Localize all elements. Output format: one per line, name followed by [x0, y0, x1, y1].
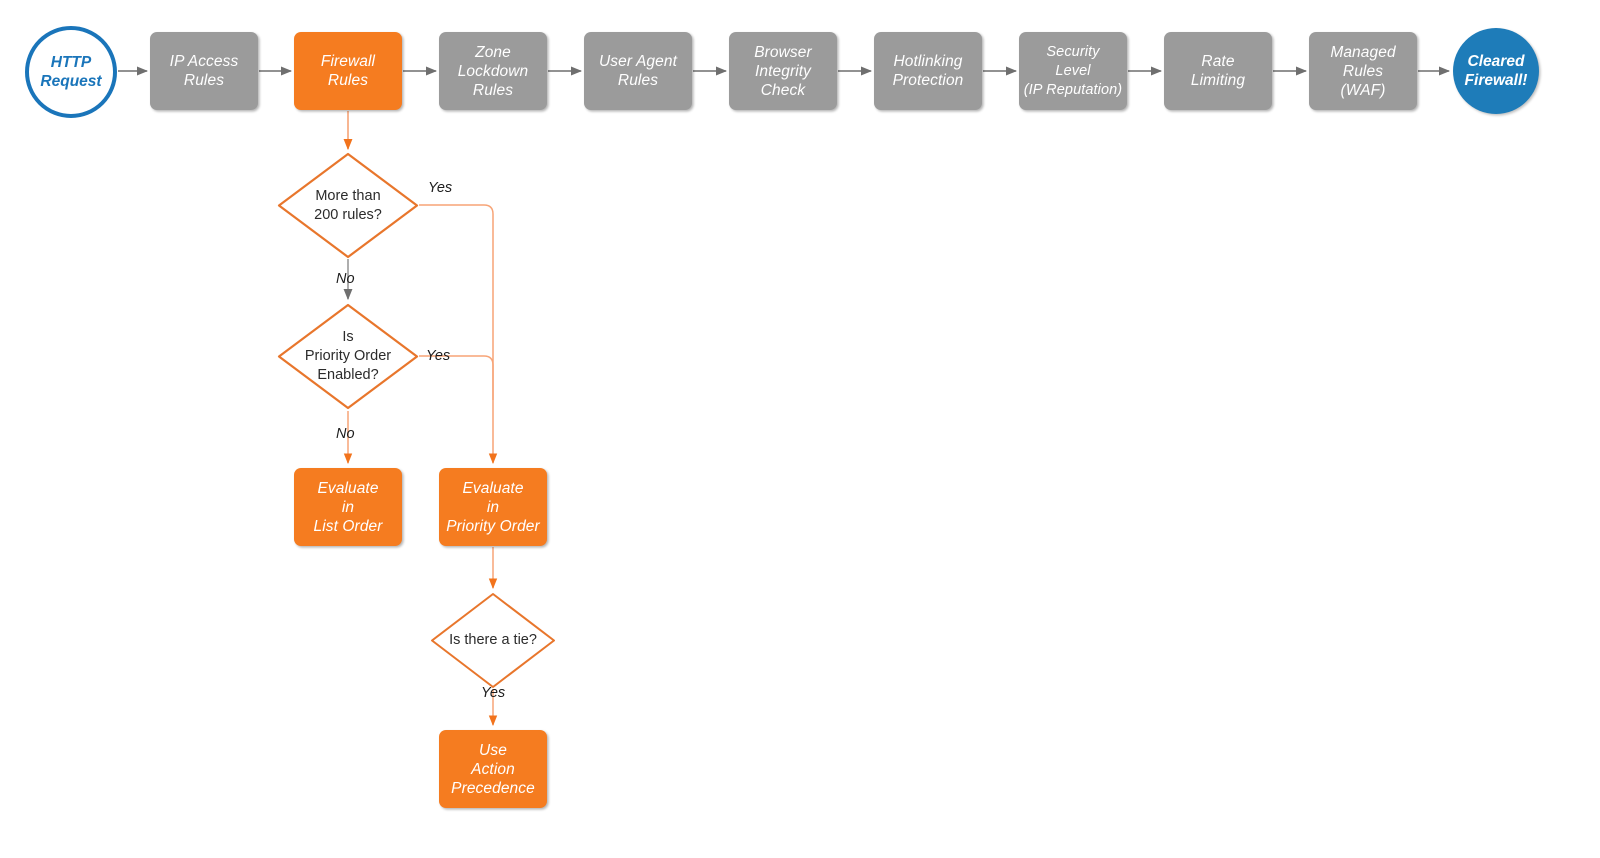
- decision-is-priority-order-enabled[interactable]: Is Priority Order Enabled?: [277, 303, 419, 410]
- pipeline-stage-managed-rules-waf[interactable]: Managed Rules (WAF): [1309, 32, 1417, 110]
- action-evaluate-in-priority-order[interactable]: Evaluate in Priority Order: [439, 468, 547, 546]
- edge-label-yes-tie: Yes: [481, 685, 506, 701]
- pipeline-stage-label: Managed Rules (WAF): [1330, 43, 1396, 99]
- decision-is-there-a-tie[interactable]: Is there a tie?: [430, 592, 556, 689]
- end-node-cleared-firewall[interactable]: Cleared Firewall!: [1453, 28, 1539, 114]
- pipeline-stage-label: User Agent Rules: [599, 53, 677, 89]
- decision-more-than-200-rules[interactable]: More than 200 rules?: [277, 152, 419, 259]
- diamond-shape: [431, 593, 555, 688]
- pipeline-stage-firewall-rules[interactable]: Firewall Rules: [294, 32, 402, 110]
- edge-label-no-200-rules: No: [336, 271, 355, 287]
- start-node-label: HTTP Request: [40, 54, 102, 90]
- decision-label: Is there a tie?: [449, 632, 537, 648]
- pipeline-stage-label: Rate Limiting: [1190, 53, 1246, 89]
- start-node-http-request[interactable]: HTTP Request: [25, 26, 117, 118]
- action-use-action-precedence[interactable]: Use Action Precedence: [439, 730, 547, 808]
- pipeline-stage-rate-limiting[interactable]: Rate Limiting: [1164, 32, 1272, 110]
- pipeline-stage-label: Zone Lockdown Rules: [457, 43, 529, 99]
- action-label: Use Action Precedence: [451, 741, 535, 797]
- edge-decision1-yes: [419, 204, 498, 465]
- action-label: Evaluate in List Order: [313, 479, 383, 535]
- pipeline-stage-label: Browser Integrity Check: [754, 43, 812, 99]
- decision-label: More than 200 rules?: [314, 187, 382, 223]
- pipeline-stage-label: Security Level (IP Reputation): [1023, 43, 1123, 98]
- action-label: Evaluate in Priority Order: [446, 479, 540, 535]
- diamond-shape: [277, 303, 419, 410]
- pipeline-stage-label: Hotlinking Protection: [892, 53, 964, 89]
- pipeline-stage-ip-access-rules[interactable]: IP Access Rules: [150, 32, 258, 110]
- pipeline-stage-zone-lockdown-rules[interactable]: Zone Lockdown Rules: [439, 32, 547, 110]
- edge-label-yes-200-rules: Yes: [428, 180, 453, 196]
- pipeline-stage-label: Firewall Rules: [320, 53, 376, 89]
- end-node-label: Cleared Firewall!: [1464, 53, 1528, 89]
- edge-label-yes-priority-order: Yes: [426, 348, 451, 364]
- action-evaluate-in-list-order[interactable]: Evaluate in List Order: [294, 468, 402, 546]
- pipeline-stage-user-agent-rules[interactable]: User Agent Rules: [584, 32, 692, 110]
- pipeline-stage-security-level[interactable]: Security Level (IP Reputation): [1019, 32, 1127, 110]
- pipeline-stage-label: IP Access Rules: [169, 53, 239, 89]
- pipeline-stage-hotlinking-protection[interactable]: Hotlinking Protection: [874, 32, 982, 110]
- decision-label: Is Priority Order Enabled?: [304, 329, 392, 383]
- pipeline-stage-browser-integrity-check[interactable]: Browser Integrity Check: [729, 32, 837, 110]
- diamond-shape: [277, 152, 419, 259]
- edge-label-no-priority-order: No: [336, 426, 355, 442]
